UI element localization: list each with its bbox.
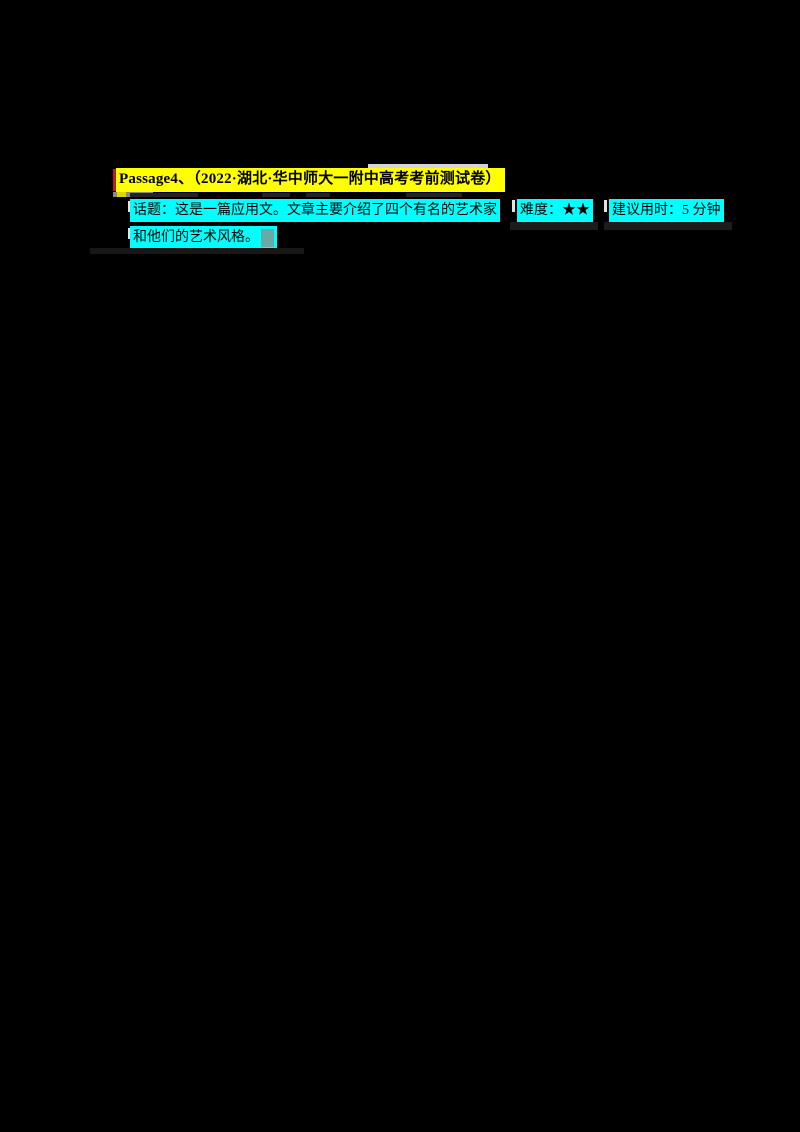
scan-artifact-tick (128, 228, 130, 239)
scan-artifact-ghost-bar (306, 193, 330, 197)
suggested-time-text: 建议用时：5 分钟 (612, 203, 721, 218)
difficulty-text: 难度：★★ (520, 203, 590, 218)
scan-artifact-ghost-bar (604, 222, 732, 230)
scan-artifact-ghost-bar (406, 193, 462, 197)
scan-artifact-trailing-chip (261, 228, 274, 247)
difficulty-badge: 难度：★★ (517, 199, 593, 222)
scan-artifact-tick (128, 201, 130, 212)
passage-title-highlight: Passage4、（2022·湖北·华中师大一附中高考考前测试卷） (116, 168, 505, 192)
scan-artifact-ghost-bar (262, 193, 290, 197)
scan-artifact-yellow-chip (117, 192, 126, 197)
scan-artifact-ghost-bar (510, 222, 598, 230)
scan-artifact-top-edge (368, 164, 488, 168)
passage-title: Passage4、（2022·湖北·华中师大一附中高考考前测试卷） (119, 171, 501, 187)
topic-highlight-line1: 话题：这是一篇应用文。文章主要介绍了四个有名的艺术家 (130, 199, 500, 222)
topic-text-line1: 话题：这是一篇应用文。文章主要介绍了四个有名的艺术家 (133, 203, 497, 218)
topic-highlight-line2: 和他们的艺术风格。 (130, 226, 277, 249)
scan-artifact-ghost-bar (130, 193, 198, 197)
suggested-time-badge: 建议用时：5 分钟 (609, 199, 724, 222)
scan-artifact-tick (512, 200, 515, 212)
topic-text-line2: 和他们的艺术风格。 (133, 230, 259, 245)
revision-mark-red (113, 169, 117, 191)
scan-artifact-ghost-bar (90, 248, 304, 254)
scan-artifact-tick (604, 200, 607, 212)
